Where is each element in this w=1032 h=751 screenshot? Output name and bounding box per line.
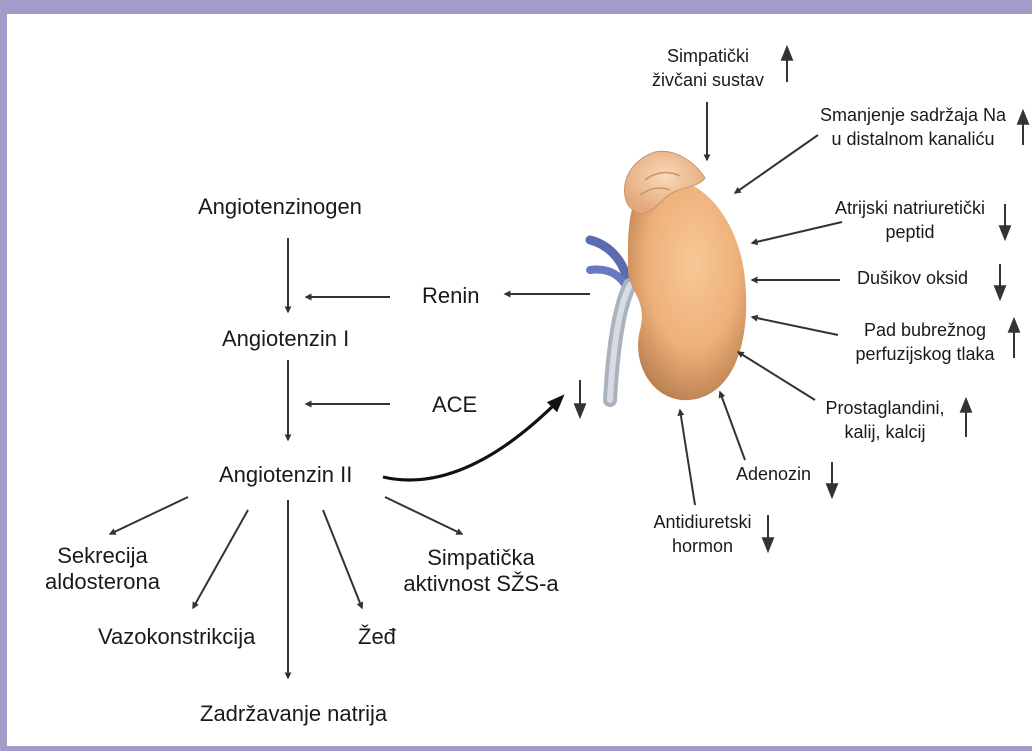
perfusion-line1: Pad bubrežnog [840, 318, 1010, 342]
sodium-label: Smanjenje sadržaja Na u distalnom kanali… [808, 103, 1018, 151]
angiotensin1-label: Angiotenzin I [222, 326, 349, 352]
adenosine-label: Adenozin [736, 462, 811, 486]
aldosterone-line1: Sekrecija [30, 543, 175, 569]
sodium-line1: Smanjenje sadržaja Na [808, 103, 1018, 127]
sympathetic-activity-label: Simpatička aktivnost SŽS-a [396, 545, 566, 597]
perfusion-label: Pad bubrežnog perfuzijskog tlaka [840, 318, 1010, 366]
angiotensinogen-label: Angiotenzinogen [198, 194, 362, 220]
thirst-label: Žeđ [358, 624, 396, 650]
prosta-line1: Prostaglandini, [810, 396, 960, 420]
adh-label: Antidiuretski hormon [640, 510, 765, 558]
sns-label: Simpatički živčani sustav [638, 44, 778, 92]
aldosterone-label: Sekrecija aldosterona [30, 543, 175, 595]
sns-line1: Simpatički [638, 44, 778, 68]
adh-line1: Antidiuretski [640, 510, 765, 534]
angiotensin2-label: Angiotenzin II [219, 462, 352, 488]
sodium-line2: u distalnom kanaliću [808, 127, 1018, 151]
anp-line2: peptid [820, 220, 1000, 244]
no-label: Dušikov oksid [857, 266, 968, 290]
kidney-illustration [590, 151, 746, 400]
renin-label: Renin [422, 283, 479, 309]
prosta-line2: kalij, kalcij [810, 420, 960, 444]
ace-label: ACE [432, 392, 477, 418]
sympathetic-line1: Simpatička [396, 545, 566, 571]
perfusion-line2: perfuzijskog tlaka [840, 342, 1010, 366]
prosta-label: Prostaglandini, kalij, kalcij [810, 396, 960, 444]
adh-line2: hormon [640, 534, 765, 558]
sympathetic-line2: aktivnost SŽS-a [396, 571, 566, 597]
anp-line1: Atrijski natriuretički [820, 196, 1000, 220]
vasoconstriction-label: Vazokonstrikcija [98, 624, 255, 650]
sodium-retention-label: Zadržavanje natrija [200, 701, 387, 727]
anp-label: Atrijski natriuretički peptid [820, 196, 1000, 244]
sns-line2: živčani sustav [638, 68, 778, 92]
aldosterone-line2: aldosterona [30, 569, 175, 595]
